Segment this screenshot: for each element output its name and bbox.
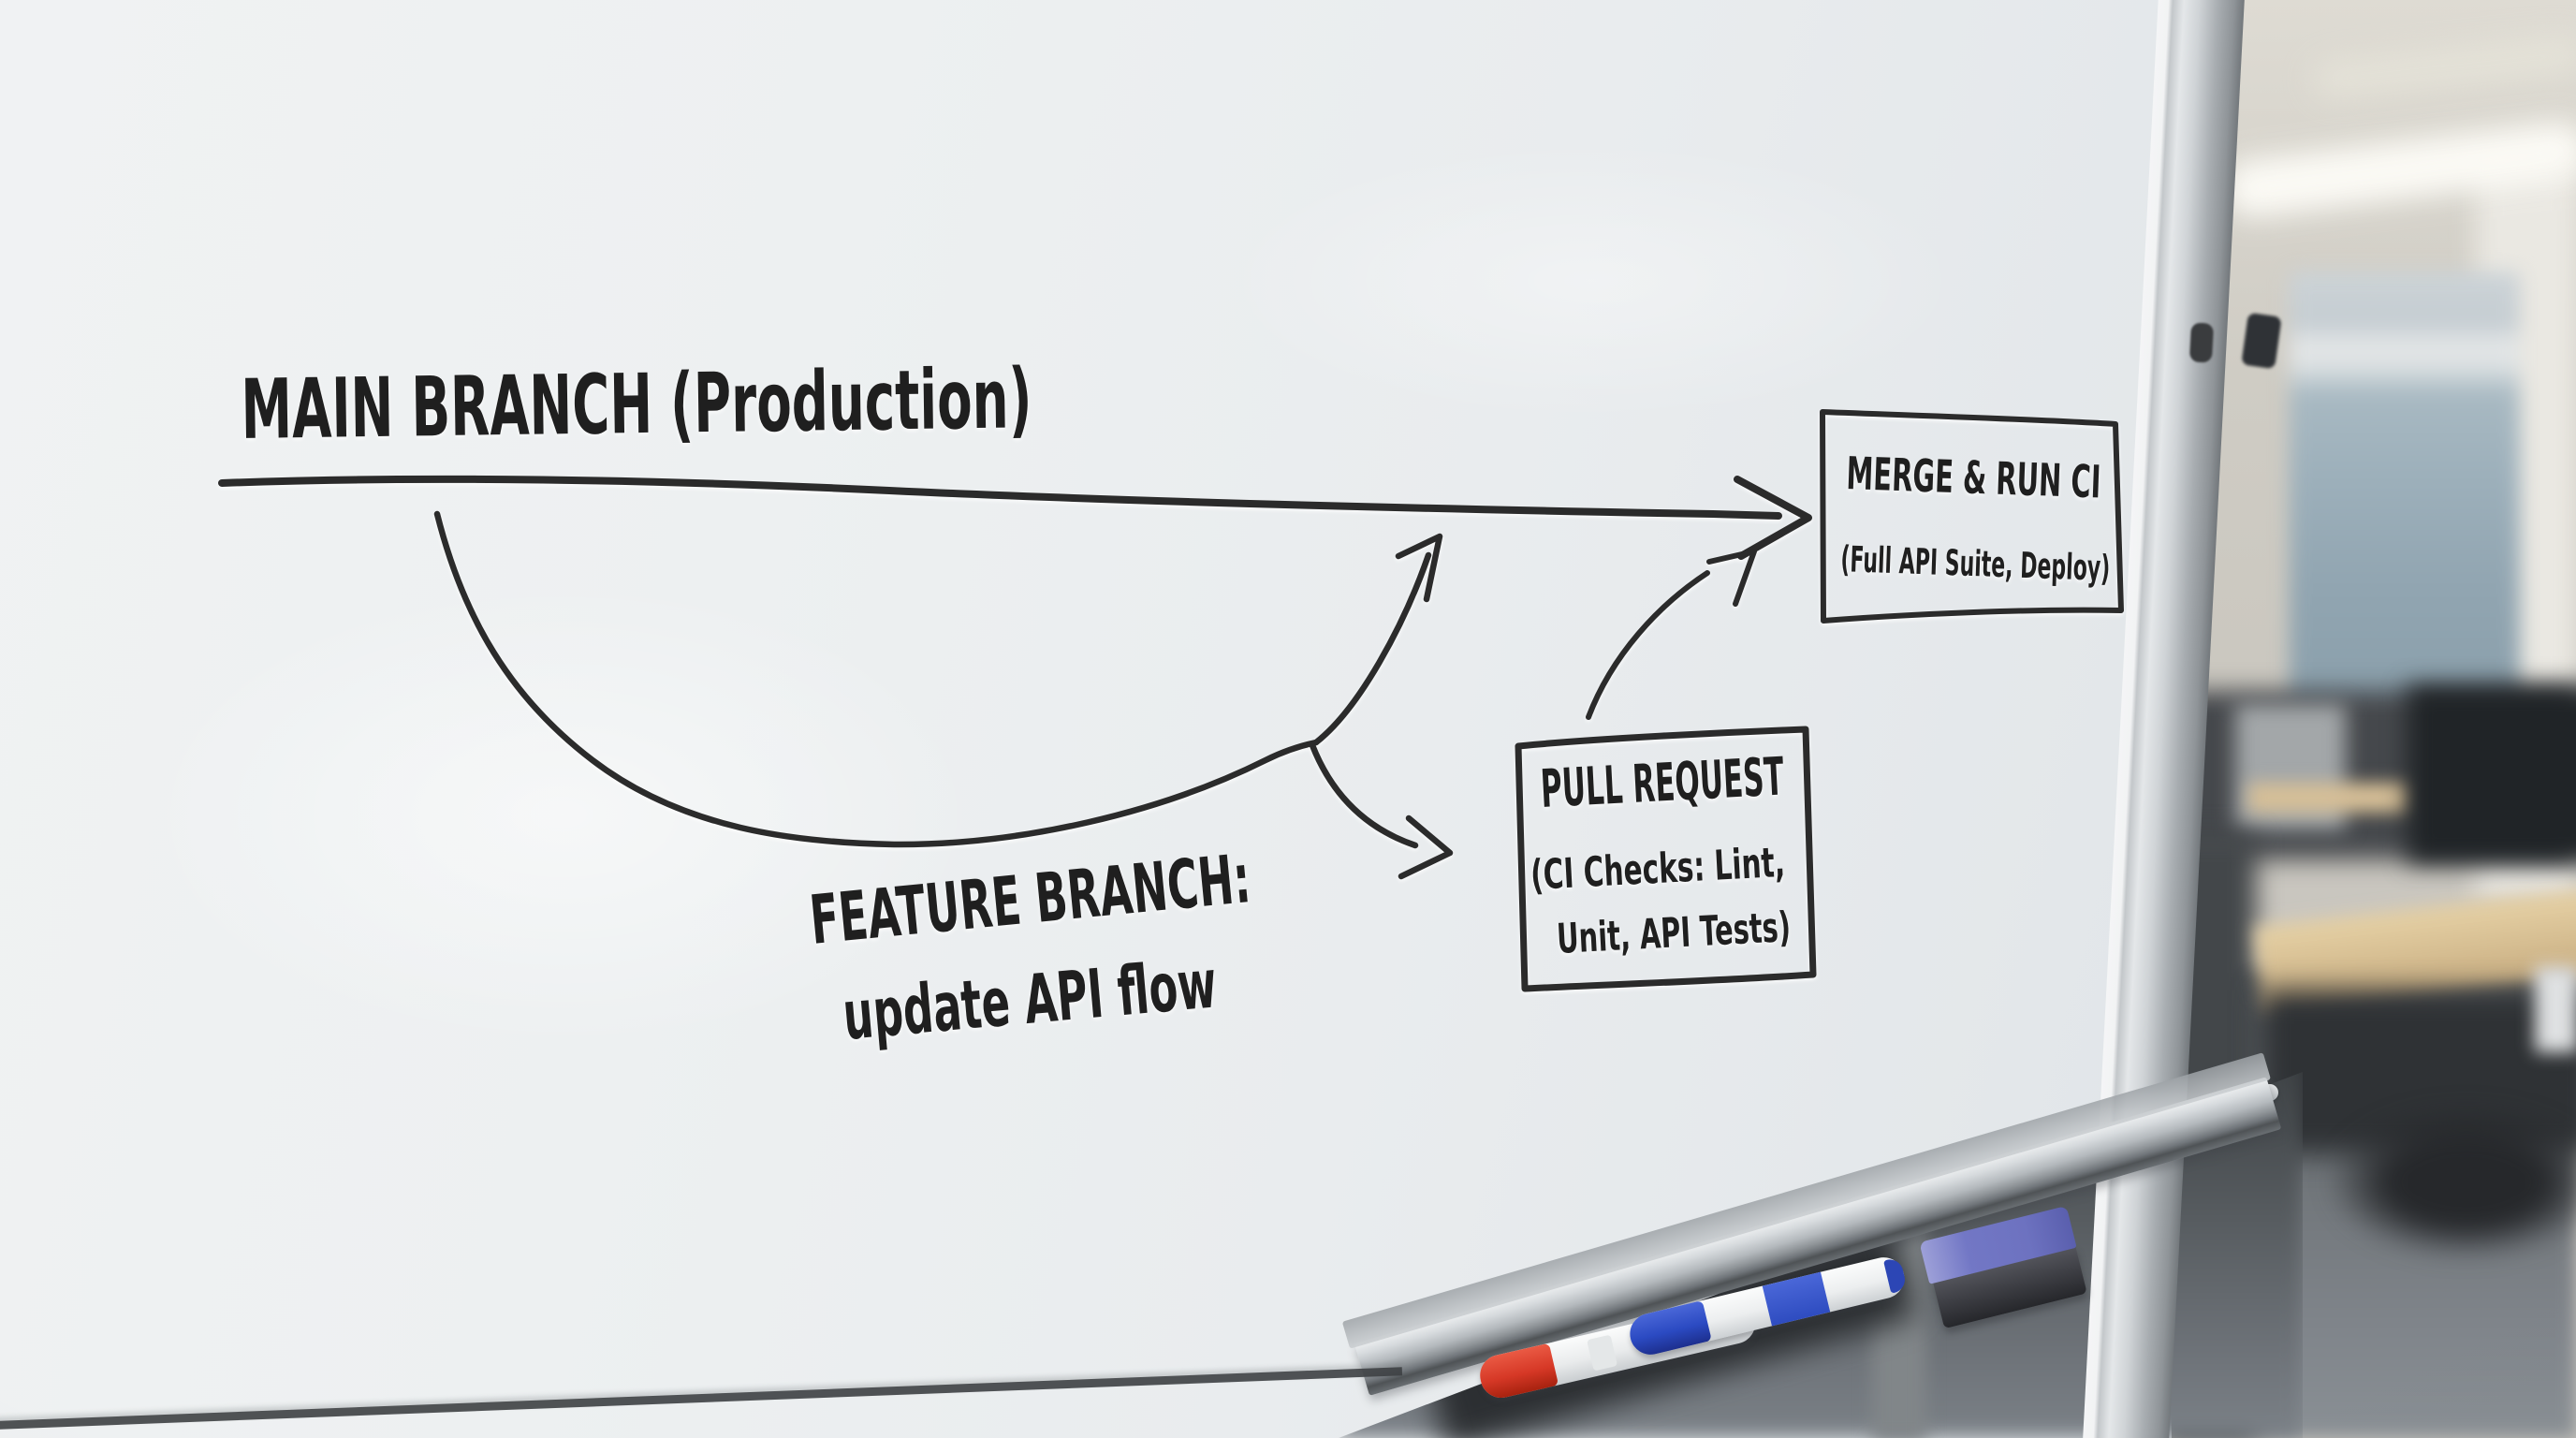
board-sheen <box>1217 140 1966 421</box>
pull-request-line2: (CI Checks: Lint, <box>1530 839 1786 900</box>
merge-up-curve <box>1312 551 1432 746</box>
to-pull-request-arrowhead <box>1398 814 1454 880</box>
pull-request-line3: Unit, API Tests) <box>1556 903 1792 963</box>
main-branch-arrowhead <box>1734 476 1812 560</box>
pull-request-title: PULL REQUEST <box>1539 746 1785 820</box>
desk-shelf <box>2248 783 2412 813</box>
merge-box-title: MERGE & RUN CI <box>1846 448 2102 508</box>
main-branch-label: MAIN BRANCH (Production) <box>241 350 1032 458</box>
white-shelf <box>2535 966 2576 1052</box>
dark-monitors <box>2408 685 2576 863</box>
office-chair <box>2326 1105 2576 1259</box>
pr-to-merge-arrowhead <box>1706 549 1757 607</box>
feature-branch-label-line2: update API flow <box>840 944 1220 1055</box>
frame-clamp <box>2241 312 2282 370</box>
to-pull-request-curve <box>1309 741 1419 849</box>
feature-branch-label-line1: FEATURE BRANCH: <box>807 839 1254 960</box>
board-sheen <box>140 580 983 1049</box>
merge-up-arrowhead <box>1395 533 1443 603</box>
merge-box-line2: (Full API Suite, Deploy) <box>1840 538 2111 589</box>
merge-box <box>1820 409 2124 624</box>
office-background <box>2172 0 2576 1438</box>
main-branch-line <box>218 475 1782 520</box>
pr-to-merge-curve <box>1586 570 1710 720</box>
feature-branch-curve <box>433 510 1320 848</box>
pull-request-box <box>1515 726 1817 992</box>
office-window <box>2290 271 2520 713</box>
red-marker-label <box>1587 1334 1618 1372</box>
frame-knob <box>2188 322 2215 363</box>
